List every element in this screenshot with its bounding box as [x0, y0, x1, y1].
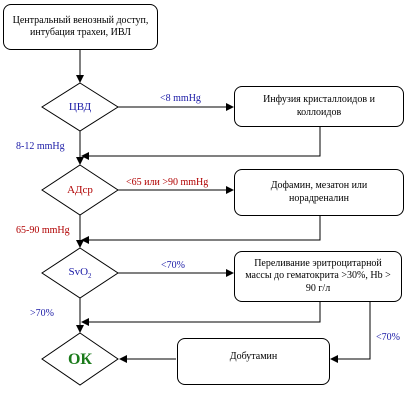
decision-svo2-label: SvO2 [68, 266, 91, 280]
label-svo2-ok: >70% [30, 308, 54, 319]
label-cvp-ok: 8-12 mmHg [16, 141, 65, 152]
start-box: Центральный венозный доступ, интубация т… [3, 4, 158, 50]
decision-map-label: АДср [67, 184, 93, 196]
vasopressors-box: Дофамин, мезатон или норадреналин [234, 169, 404, 216]
label-svo2-low: <70% [161, 260, 185, 271]
crystalloids-box: Инфузия кристаллоидов и коллоидов [234, 86, 404, 127]
decision-ok-shape [41, 332, 119, 386]
svo2-base: SvO [68, 265, 89, 278]
label-cvp-low: <8 mmHg [160, 93, 201, 104]
dobutamine-box: Добутамин [177, 338, 330, 385]
label-persist-low: <70% [376, 332, 400, 343]
label-map-bad: <65 или >90 mmHg [126, 177, 209, 188]
decision-cvp-label: ЦВД [68, 101, 92, 113]
svo2-subscript: 2 [88, 272, 92, 281]
label-map-ok: 65-90 mmHg [16, 225, 70, 236]
decision-ok-label: ОК [67, 351, 93, 368]
transfusion-box: Переливание эритроцитарной массы до гема… [234, 251, 402, 302]
